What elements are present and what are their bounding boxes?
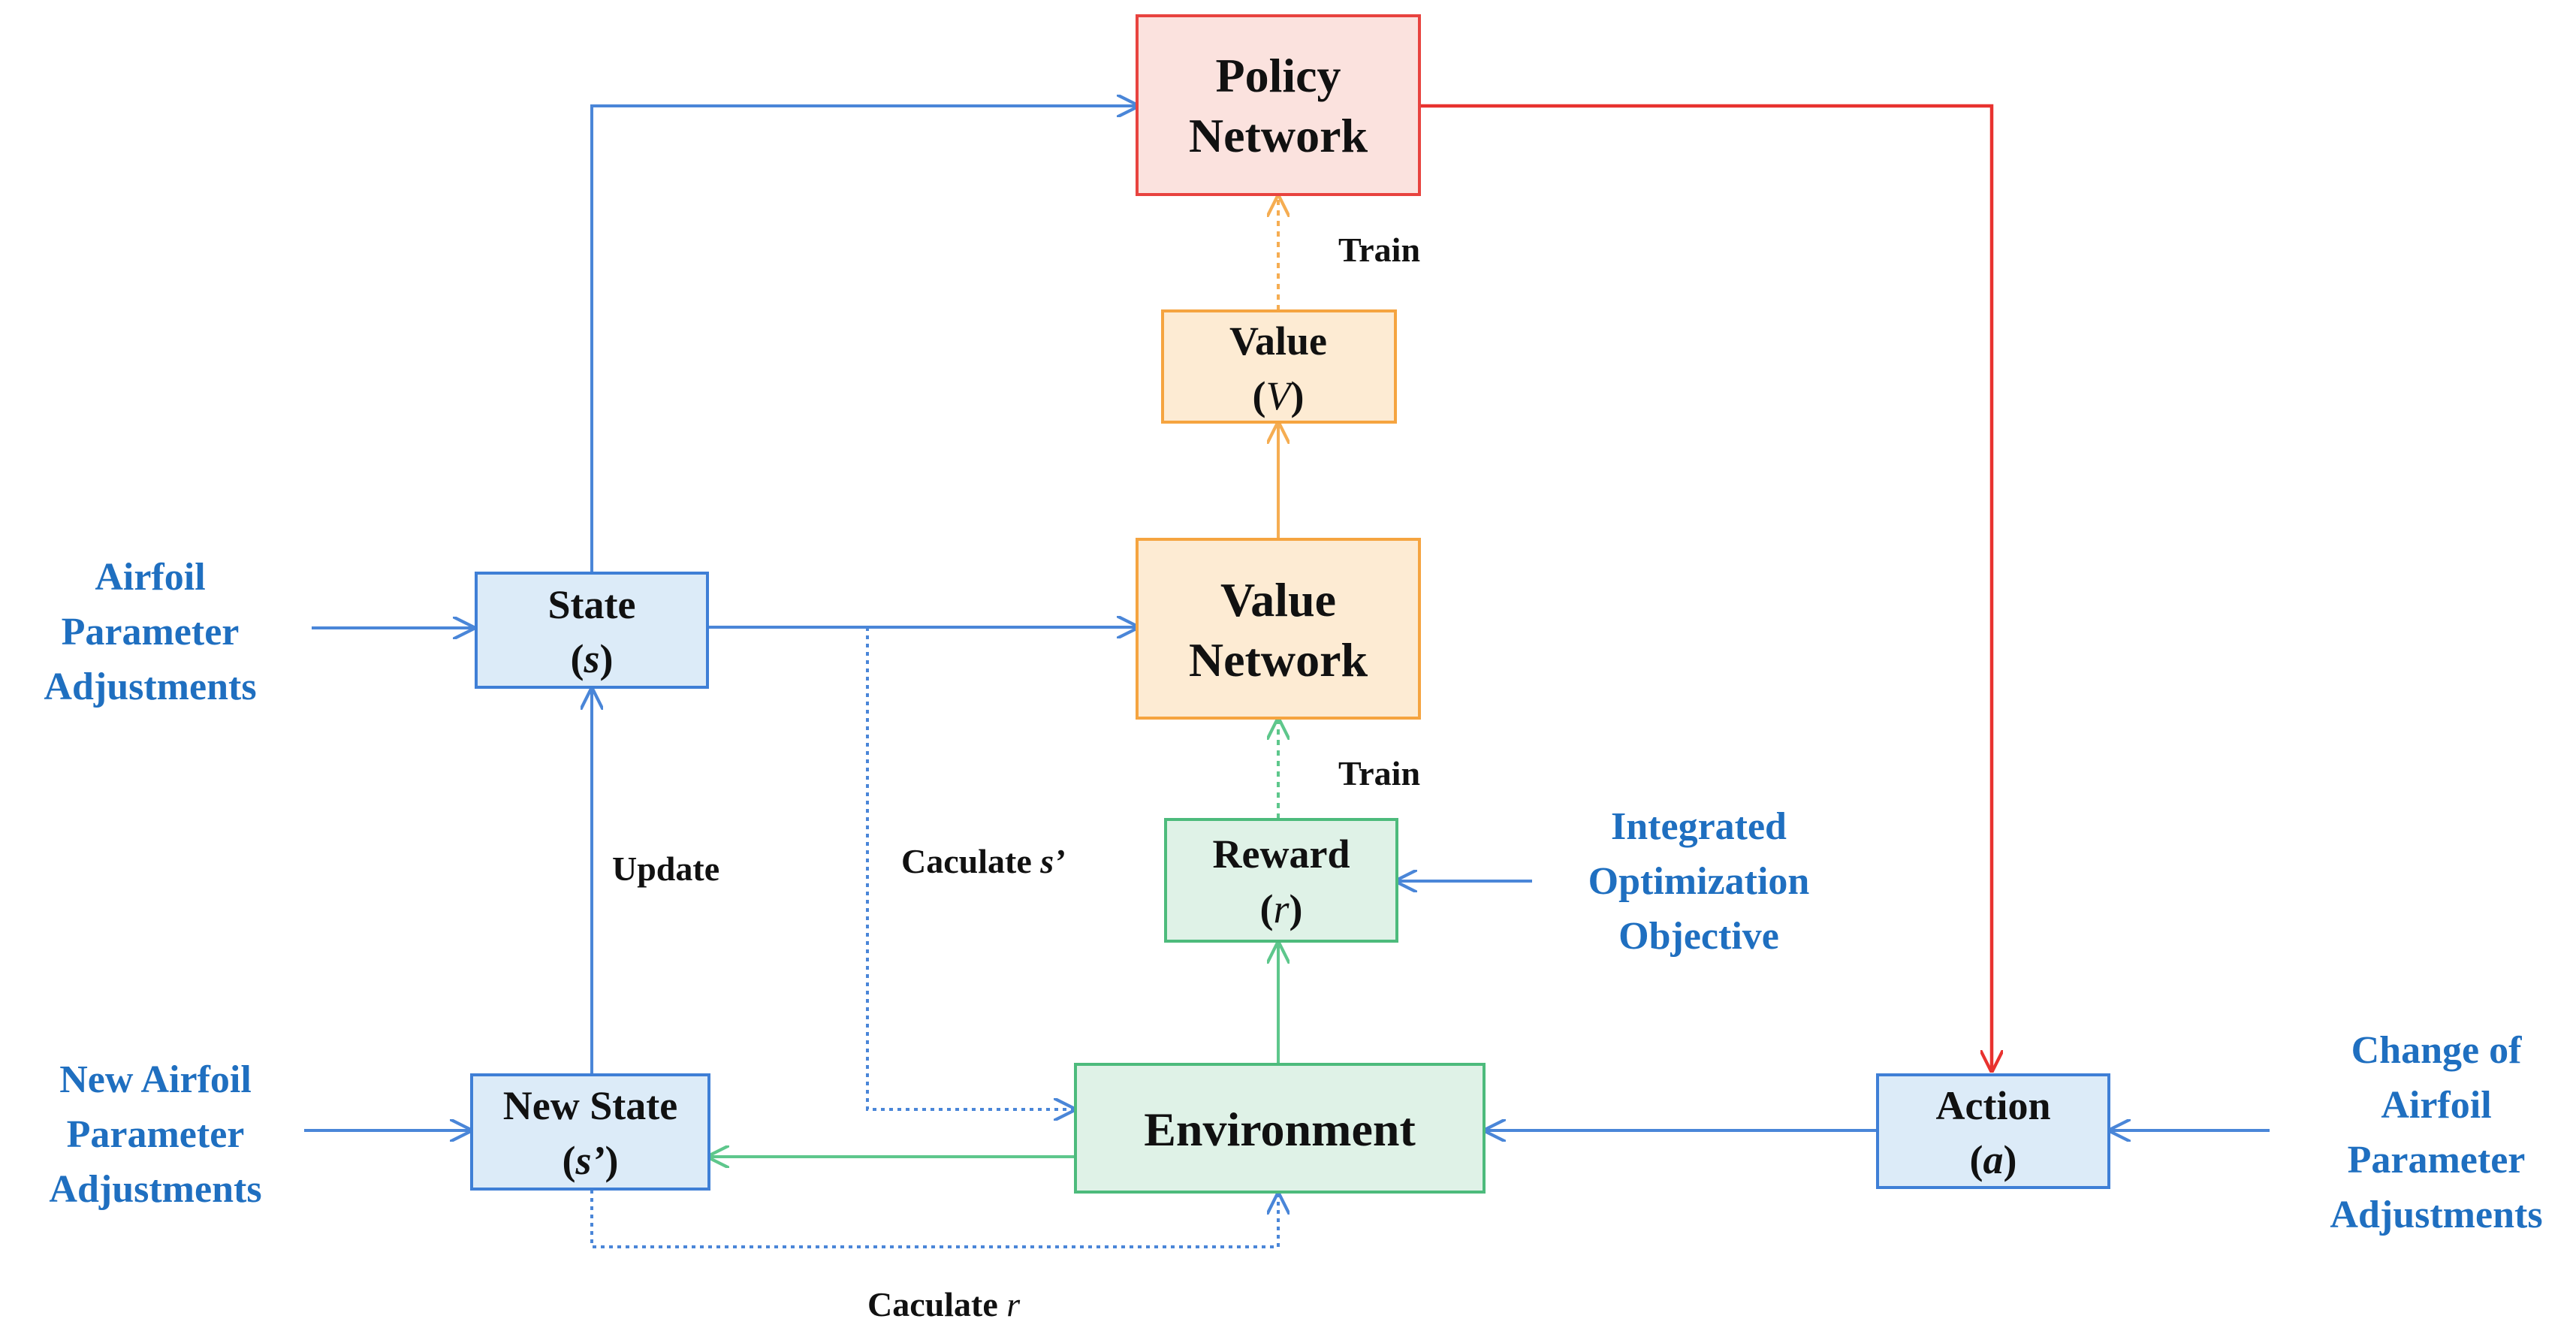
value-v-line1: Value: [1229, 318, 1327, 364]
airfoil-line3: Adjustments: [44, 665, 256, 708]
new-airfoil-input-label: New Airfoil Parameter Adjustments: [49, 1058, 261, 1211]
integrated-input-label: Integrated Optimization Objective: [1588, 805, 1810, 958]
action-line2: (a): [1970, 1137, 2017, 1182]
calculate-r-var: r: [1006, 1285, 1021, 1323]
action-line1: Action: [1936, 1083, 2051, 1128]
edge-newstate-to-env: [590, 1190, 1278, 1248]
value-network-line2: Network: [1189, 633, 1368, 687]
calculate-s-var: s’: [1039, 842, 1065, 880]
update-label: Update: [612, 850, 719, 888]
reward-node: Reward (r): [1164, 818, 1398, 943]
policy-network-node: Policy Network: [1136, 14, 1421, 196]
value-v-node: Value (V): [1161, 309, 1397, 424]
new-state-line2: (s’): [563, 1138, 619, 1183]
policy-network-line1: Policy: [1215, 49, 1341, 102]
airfoil-line2: Parameter: [62, 611, 240, 653]
change-line3: Parameter: [2348, 1139, 2526, 1182]
policy-network-line2: Network: [1189, 109, 1368, 162]
new-state-line1: New State: [503, 1083, 677, 1128]
train-label-bottom: Train: [1338, 754, 1420, 792]
state-node: State (s): [475, 572, 709, 689]
new-airfoil-line1: New Airfoil: [59, 1058, 252, 1101]
calculate-r-prefix: Caculate: [867, 1285, 1006, 1323]
calculate-r-label: Caculate r: [867, 1285, 1021, 1323]
integrated-line1: Integrated: [1611, 805, 1787, 848]
change-line2: Airfoil: [2381, 1084, 2491, 1127]
new-airfoil-line2: Parameter: [67, 1113, 245, 1156]
change-line4: Adjustments: [2330, 1194, 2542, 1236]
state-line2: (s): [571, 636, 614, 681]
integrated-line2: Optimization: [1588, 860, 1810, 903]
new-airfoil-line3: Adjustments: [49, 1168, 261, 1211]
change-input-label: Change of Airfoil Parameter Adjustments: [2330, 1029, 2542, 1236]
train-label-top: Train: [1338, 231, 1420, 269]
calculate-s-prefix: Caculate: [901, 842, 1040, 880]
change-line1: Change of: [2351, 1029, 2522, 1072]
action-node: Action (a): [1876, 1073, 2110, 1189]
value-network-node: Value Network: [1136, 538, 1421, 720]
airfoil-line1: Airfoil: [95, 556, 205, 599]
value-v-line2: (V): [1253, 373, 1305, 418]
new-state-node: New State (s’): [470, 1073, 710, 1191]
airfoil-input-label: Airfoil Parameter Adjustments: [44, 556, 256, 708]
environment-node: Environment: [1074, 1063, 1486, 1194]
reward-line1: Reward: [1213, 831, 1350, 877]
reward-line2: (r): [1260, 886, 1303, 931]
integrated-line3: Objective: [1618, 915, 1779, 958]
edge-state-to-policy: [590, 106, 1137, 572]
environment-label: Environment: [1144, 1103, 1416, 1156]
value-network-line1: Value: [1220, 573, 1336, 626]
calculate-s-label: Caculate s’: [901, 842, 1065, 880]
edge-state-to-env: [866, 627, 1074, 1109]
edge-policy-to-action: [1419, 104, 1992, 1070]
state-line1: State: [548, 582, 636, 627]
